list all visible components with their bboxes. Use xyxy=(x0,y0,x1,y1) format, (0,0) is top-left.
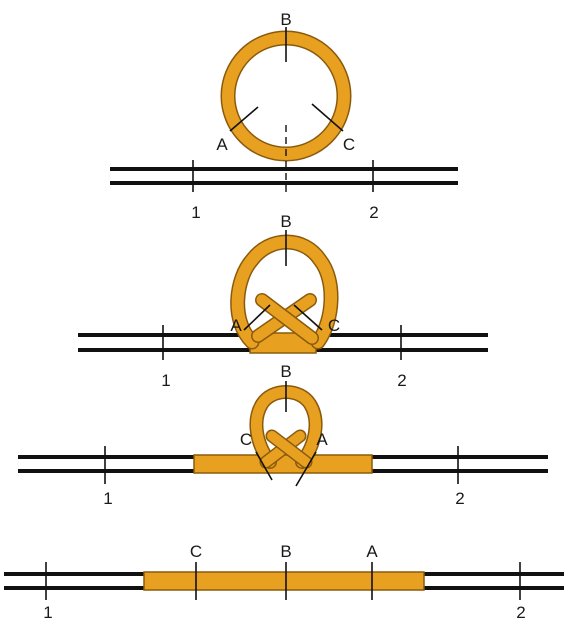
panel-3-tick-left xyxy=(255,451,273,481)
panel-1: B A C 1 2 xyxy=(110,10,458,222)
panel-1-label-site-2: 2 xyxy=(369,203,378,222)
panel-2-label-b: B xyxy=(280,212,291,231)
panel-3-label-site-2: 2 xyxy=(455,489,464,508)
panel-3-label-site-1: 1 xyxy=(103,489,112,508)
panel-3-label-left: C xyxy=(240,430,252,449)
panel-3-label-b: B xyxy=(280,362,291,381)
panel-4-label-a: A xyxy=(366,542,378,561)
panel-2-label-a: A xyxy=(230,316,242,335)
panel-1-tick-a xyxy=(229,106,259,132)
panel-2-tick-c xyxy=(293,304,323,331)
panel-1-label-site-1: 1 xyxy=(191,203,200,222)
panel-4-inserted-segment xyxy=(143,571,425,591)
panel-1-dna-duplex xyxy=(110,167,458,185)
panel-4-label-site-1: 1 xyxy=(43,603,52,622)
panel-3-insert-segment xyxy=(193,454,373,474)
panel-2-label-site-1: 1 xyxy=(161,371,170,390)
panel-1-tick-c xyxy=(311,103,344,132)
panel-1-label-b: B xyxy=(280,10,291,29)
panel-2-label-site-2: 2 xyxy=(397,371,406,390)
panel-1-label-c: C xyxy=(343,135,355,154)
panel-2: B A C 1 2 xyxy=(78,212,488,390)
panel-4-label-b: B xyxy=(280,542,291,561)
panel-4: C B A 1 2 xyxy=(4,542,564,622)
panel-3-tick-right xyxy=(295,451,317,487)
panel-4-label-site-2: 2 xyxy=(516,603,525,622)
panel-3: B C A 1 2 xyxy=(18,362,548,508)
panel-2-tick-a xyxy=(243,304,271,331)
panel-2-label-c: C xyxy=(328,316,340,335)
panel-2-looped-insert xyxy=(230,234,339,350)
panel-1-label-a: A xyxy=(216,135,228,154)
panel-3-label-right: A xyxy=(316,430,328,449)
panel-4-label-c: C xyxy=(190,542,202,561)
